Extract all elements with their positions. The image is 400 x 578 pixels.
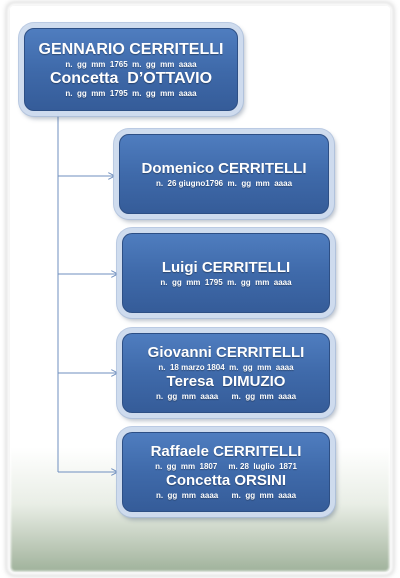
root-couple-box: GENNARIO CERRITELLI n. gg mm 1765 m. gg … [24, 28, 238, 111]
spouse-dates: n. gg mm aaaa m. gg mm aaaa [155, 392, 297, 401]
child-dates: n. 18 marzo 1804 m. gg mm aaaa [158, 363, 294, 372]
child-box-raffaele: Raffaele CERRITELLI n. gg mm 1807 m. 28 … [122, 432, 330, 512]
child-name: Raffaele CERRITELLI [150, 443, 302, 460]
child-name: Luigi CERRITELLI [161, 258, 291, 276]
spouse-name: Concetta ORSINI [165, 472, 286, 489]
child-dates: n. 26 giugno1796 m. gg mm aaaa [155, 178, 293, 188]
spouse-dates: n. gg mm aaaa m. gg mm aaaa [155, 491, 297, 500]
root-person-name: GENNARIO CERRITELLI [38, 40, 224, 58]
child-name: Giovanni CERRITELLI [147, 344, 305, 361]
root-spouse-dates: n. gg mm 1795 m. gg mm aaaa [65, 88, 197, 98]
root-spouse-name: Concetta D’OTTAVIO [49, 69, 213, 87]
child-dates: n. gg mm 1795 m. gg mm aaaa [160, 277, 292, 287]
child-box-luigi: Luigi CERRITELLI n. gg mm 1795 m. gg mm … [122, 233, 330, 313]
child-box-domenico: Domenico CERRITELLI n. 26 giugno1796 m. … [119, 134, 329, 214]
child-dates: n. gg mm 1807 m. 28 luglio 1871 [155, 462, 297, 471]
root-person-dates: n. gg mm 1765 m. gg mm aaaa [65, 59, 197, 69]
child-name: Domenico CERRITELLI [141, 159, 307, 177]
spouse-name: Teresa DIMUZIO [166, 373, 286, 390]
child-box-giovanni: Giovanni CERRITELLI n. 18 marzo 1804 m. … [122, 333, 330, 413]
